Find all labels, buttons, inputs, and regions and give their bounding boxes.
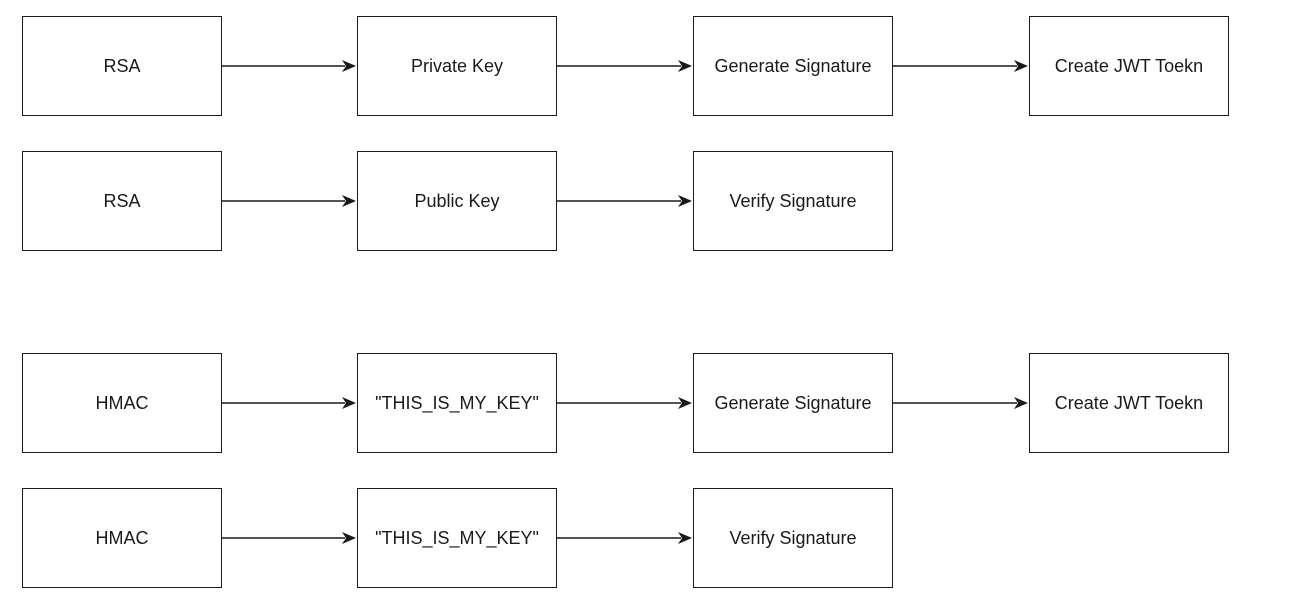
node-label: Verify Signature <box>729 190 857 211</box>
node-label: RSA <box>103 190 141 211</box>
node-label: Private Key <box>410 55 504 76</box>
arrowhead-icon <box>1014 60 1028 72</box>
node-label: Create JWT Toekn <box>1054 55 1204 76</box>
node-label: "THIS_IS_MY_KEY" <box>375 392 539 413</box>
hmac-sign-step-3: Generate Signature <box>693 353 893 453</box>
arrowhead-icon <box>1014 397 1028 409</box>
arrowhead-icon <box>342 195 356 207</box>
rsa-sign-step-1: RSA <box>22 16 222 116</box>
node-label: "THIS_IS_MY_KEY" <box>375 527 539 548</box>
arrowhead-icon <box>678 60 692 72</box>
node-label: Create JWT Toekn <box>1054 392 1204 413</box>
arrowhead-icon <box>342 532 356 544</box>
hmac-verify-step-1: HMAC <box>22 488 222 588</box>
arrowhead-icon <box>678 532 692 544</box>
arrowhead-icon <box>342 397 356 409</box>
rsa-verify-step-2: Public Key <box>357 151 557 251</box>
node-label: Verify Signature <box>729 527 857 548</box>
arrowhead-icon <box>678 397 692 409</box>
node-label: Public Key <box>414 190 500 211</box>
arrowhead-icon <box>342 60 356 72</box>
hmac-verify-step-2: "THIS_IS_MY_KEY" <box>357 488 557 588</box>
node-label: HMAC <box>95 392 149 413</box>
hmac-sign-step-2: "THIS_IS_MY_KEY" <box>357 353 557 453</box>
rsa-sign-step-4: Create JWT Toekn <box>1029 16 1229 116</box>
rsa-verify-step-1: RSA <box>22 151 222 251</box>
node-label: HMAC <box>95 527 149 548</box>
rsa-verify-step-3: Verify Signature <box>693 151 893 251</box>
node-label: Generate Signature <box>714 392 872 413</box>
node-label: RSA <box>103 55 141 76</box>
hmac-verify-step-3: Verify Signature <box>693 488 893 588</box>
rsa-sign-step-3: Generate Signature <box>693 16 893 116</box>
rsa-sign-step-2: Private Key <box>357 16 557 116</box>
node-label: Generate Signature <box>714 55 872 76</box>
arrowhead-icon <box>678 195 692 207</box>
hmac-sign-step-4: Create JWT Toekn <box>1029 353 1229 453</box>
hmac-sign-step-1: HMAC <box>22 353 222 453</box>
